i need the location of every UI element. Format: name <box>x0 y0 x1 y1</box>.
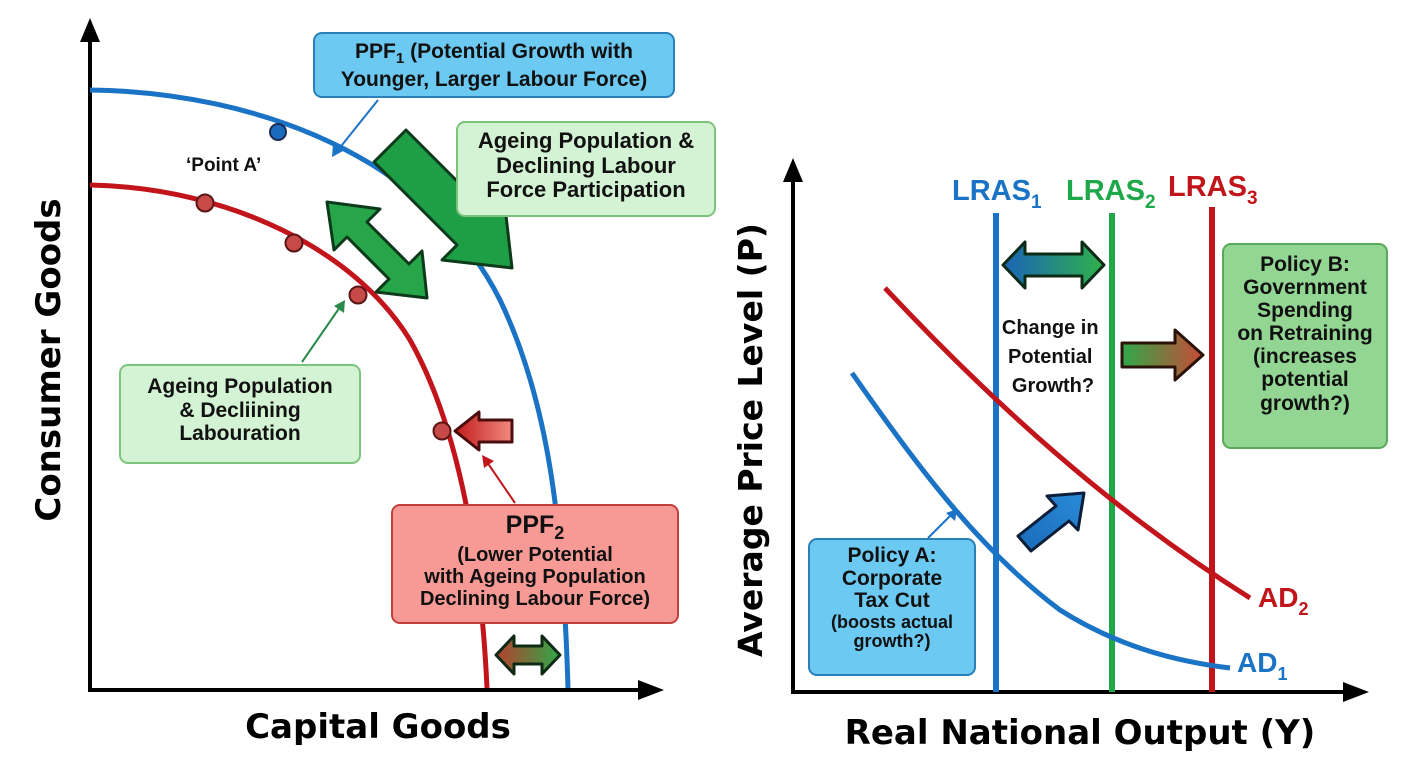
ageing-box-left-line3: Labouration <box>179 422 301 446</box>
ageing-left-pointer <box>301 306 341 363</box>
adas-y-axis-label: Average Price Level (P) <box>731 223 770 657</box>
policy-b-line4: on Retraining <box>1237 322 1373 346</box>
lras2-label-sub: 2 <box>1145 192 1156 213</box>
ppf-x-axis-label: Capital Goods <box>245 707 511 747</box>
ageing-box-left: Ageing Population & Decliining Labourati… <box>119 364 361 464</box>
change-text: Change in Potential Growth? <box>1002 317 1104 397</box>
ad1-label-main: AD <box>1237 647 1277 678</box>
ageing-box-top: Ageing Population & Declining Labour For… <box>456 121 716 217</box>
adas-x-axis-arrowhead <box>1343 682 1369 702</box>
bottom-double-arrow <box>494 634 562 676</box>
lras2-label: LRAS2 <box>1066 175 1156 213</box>
lras1-label-sub: 1 <box>1031 192 1042 213</box>
ppf-chart: ‘Point A’ Consumer Goods Capital Goods <box>29 18 664 747</box>
policy-b-line5: (increases <box>1253 345 1357 369</box>
ppf1-label-rest: (Potential Growth with <box>404 40 633 63</box>
ageing-box-left-line2: & Decliining <box>179 398 301 422</box>
ppf-y-axis-label: Consumer Goods <box>29 198 69 521</box>
lras1-label: LRAS1 <box>952 175 1042 213</box>
ppf1-label-sub: 1 <box>395 50 405 68</box>
ad1-label: AD1 <box>1237 647 1287 684</box>
ppf1-label-box: PPF1 (Potential Growth with Younger, Lar… <box>313 32 675 98</box>
ad2-label-main: AD <box>1258 582 1298 613</box>
ppf2-label-line1: PPF2 <box>393 511 677 544</box>
ad1-label-sub: 1 <box>1277 664 1287 684</box>
ppf2-label-line2: (Lower Potential <box>457 543 613 566</box>
policy-a-pointer-head <box>946 509 957 521</box>
ad1-curve <box>849 371 1231 671</box>
ageing-box-top-line1: Ageing Population & <box>477 128 695 153</box>
policy-a-box: Policy A: Corporate Tax Cut (boosts actu… <box>808 538 976 676</box>
ppf1-pointer-head <box>332 144 343 157</box>
point-a-label: ‘Point A’ <box>186 155 261 176</box>
ppf2-pointer <box>486 461 516 504</box>
ppf2-point-2 <box>284 233 304 253</box>
policy-b-arrow <box>1120 328 1205 382</box>
ppf2-point-3 <box>348 285 368 305</box>
policy-b-line1: Policy B: <box>1260 253 1350 276</box>
ageing-left-pointer-head <box>334 300 345 313</box>
ppf1-pointer <box>337 99 379 151</box>
ppf1-label-line1: PPF1 (Potential Growth with <box>315 40 673 68</box>
ageing-box-left-line1: Ageing Population <box>147 375 333 398</box>
ad2-curve <box>883 286 1252 601</box>
lras3-label-sub: 3 <box>1247 188 1258 209</box>
policy-b-line6: potential <box>1261 368 1349 392</box>
ad2-label: AD2 <box>1258 582 1308 619</box>
change-text-line1: Change in <box>1002 317 1099 339</box>
change-text-line2: Potential <box>1008 346 1092 368</box>
change-text-line3: Growth? <box>1012 375 1094 397</box>
lras3-label-main: LRAS <box>1168 171 1247 203</box>
ageing-box-top-line2: Declining Labour <box>496 152 676 178</box>
lras1-label-main: LRAS <box>952 175 1031 207</box>
lras-double-arrow <box>1001 240 1106 290</box>
policy-b-box: Policy B: Government Spending on Retrain… <box>1222 243 1388 449</box>
ppf2-point-1 <box>195 193 215 213</box>
adas-chart: LRAS1 LRAS2 LRAS3 AD1 AD2 Change in Pote… <box>731 158 1369 753</box>
ad2-label-sub: 2 <box>1298 599 1308 619</box>
ppf2-label-box: PPF2 (Lower Potential with Ageing Popula… <box>391 504 679 624</box>
policy-a-line2: Corporate <box>841 566 943 590</box>
ppf-x-axis-arrowhead <box>638 680 664 700</box>
ppf2-label-prefix: PPF <box>505 511 555 539</box>
adas-y-axis-arrowhead <box>783 158 803 182</box>
adas-x-axis-label: Real National Output (Y) <box>845 713 1316 753</box>
policy-a-line5: growth?) <box>853 631 931 652</box>
red-left-arrow <box>453 410 514 452</box>
ppf2-point-4 <box>432 421 452 441</box>
ppf2-label-line3: with Ageing Population <box>424 565 646 588</box>
lras3-label: LRAS3 <box>1168 171 1258 209</box>
policy-b-line7: growth?) <box>1260 391 1350 415</box>
policy-a-line4: (boosts actual <box>830 612 954 633</box>
green-shift-arrow <box>372 128 514 270</box>
policy-b-line2: Government <box>1243 276 1367 300</box>
ppf1-label-line2: Younger, Larger Labour Force) <box>340 68 648 92</box>
ppf1-point <box>269 123 287 141</box>
policy-a-arrow <box>1016 491 1086 553</box>
ppf2-label-line4: Declining Labour Force) <box>419 587 651 610</box>
policy-a-line3: Tax Cut <box>854 589 930 613</box>
policy-a-pointer <box>927 513 953 539</box>
policy-a-line1: Policy A: <box>847 544 937 567</box>
green-double-arrow <box>325 200 429 300</box>
ppf2-pointer-head <box>482 455 494 468</box>
ppf2-label-sub: 2 <box>554 523 565 543</box>
lras2-label-main: LRAS <box>1066 175 1145 207</box>
ageing-box-top-line3: Force Participation <box>486 177 686 203</box>
ppf-y-axis-arrowhead <box>80 18 100 42</box>
ppf1-label-prefix: PPF <box>355 40 396 63</box>
policy-b-line3: Spending <box>1257 299 1353 323</box>
